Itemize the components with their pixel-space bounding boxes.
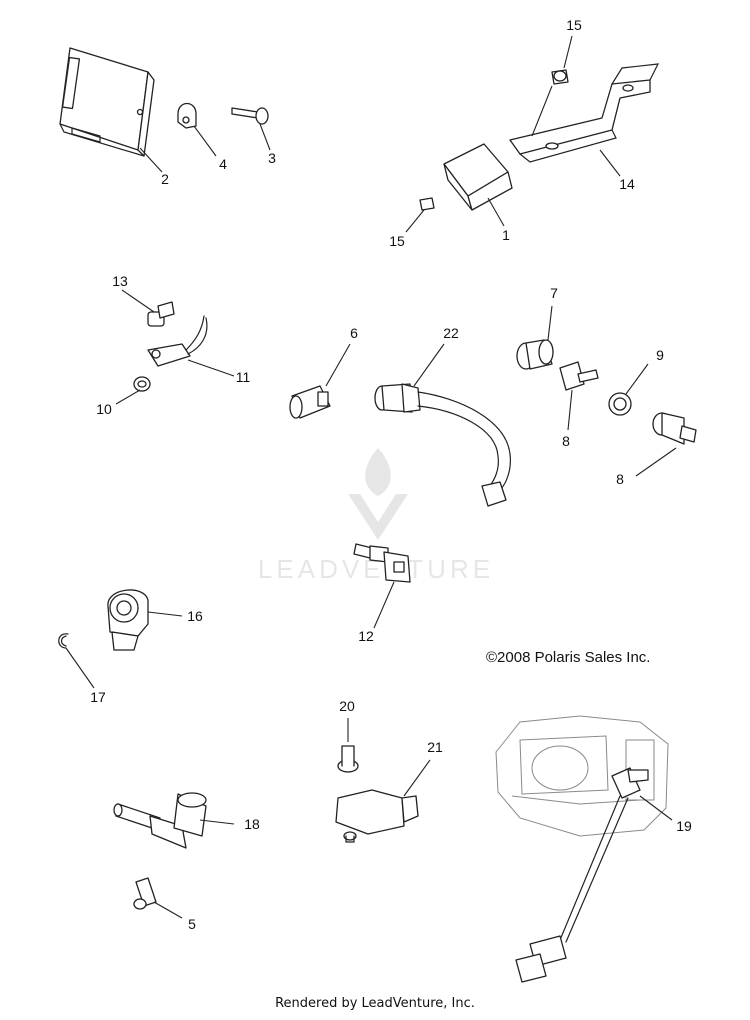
part-clip[interactable]	[58, 633, 69, 649]
part-ecu-box[interactable]	[59, 47, 155, 157]
callout-11: 11	[236, 369, 251, 385]
part-pin[interactable]	[133, 877, 157, 910]
callout-2: 2	[161, 171, 169, 187]
part-key-sensor[interactable]	[559, 361, 599, 391]
callout-9: 9	[656, 347, 664, 363]
callout-4: 4	[219, 156, 227, 172]
callout-18: 18	[244, 816, 260, 832]
part-grommet-top[interactable]	[551, 69, 569, 85]
callout-5: 5	[188, 916, 196, 932]
footer-rendered-by: Rendered by LeadVenture, Inc.	[275, 996, 475, 1011]
callout-1: 1	[502, 227, 510, 243]
callout-6: 6	[350, 325, 358, 341]
part-mounting-bolt[interactable]	[337, 745, 359, 773]
part-o-ring[interactable]	[133, 376, 151, 392]
part-sensor-plug[interactable]	[289, 385, 331, 419]
part-speed-sensor[interactable]	[147, 315, 208, 367]
leadventure-watermark-logo: LEADVENTURE	[258, 448, 490, 584]
callout-14: 14	[619, 176, 635, 192]
callout-20: 20	[339, 698, 355, 714]
part-washer[interactable]	[608, 392, 632, 416]
part-sensor-harness[interactable]	[374, 383, 511, 507]
callout-10: 10	[96, 401, 112, 417]
callout-15-lower: 15	[389, 233, 405, 249]
part-screw[interactable]	[231, 107, 269, 125]
copyright-notice: ©2008 Polaris Sales Inc.	[486, 649, 651, 666]
part-bolt[interactable]	[147, 301, 175, 327]
part-clamp[interactable]	[177, 102, 197, 129]
part-connector-sensor[interactable]	[652, 412, 697, 445]
part-sensor-module[interactable]	[443, 143, 513, 211]
part-tps-sensor[interactable]	[515, 767, 649, 983]
part-temp-sensor[interactable]	[353, 543, 411, 583]
part-bracket[interactable]	[509, 63, 660, 163]
part-knock-sensor[interactable]	[107, 589, 149, 651]
callout-15-top: 15	[566, 17, 582, 33]
part-sensor-cap[interactable]	[516, 339, 554, 370]
callout-7: 7	[550, 285, 558, 301]
callout-12: 12	[358, 628, 374, 644]
callout-8-right: 8	[616, 471, 624, 487]
callout-22: 22	[443, 325, 459, 341]
callout-16: 16	[187, 608, 203, 624]
part-map-sensor[interactable]	[335, 789, 419, 843]
callout-17: 17	[90, 689, 106, 705]
callout-19: 19	[676, 818, 692, 834]
callout-8-left: 8	[562, 433, 570, 449]
callout-13: 13	[112, 273, 128, 289]
part-grommet-lower[interactable]	[419, 197, 435, 211]
part-cam-sensor[interactable]	[113, 792, 207, 849]
callout-3: 3	[268, 150, 276, 166]
callout-21: 21	[427, 739, 443, 755]
